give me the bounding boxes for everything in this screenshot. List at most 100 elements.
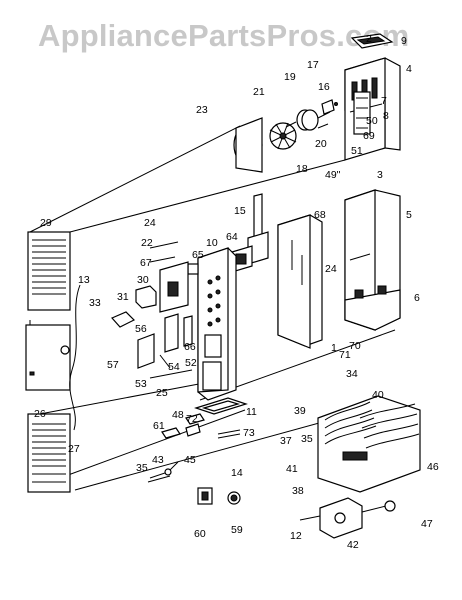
bottom-grille-panel <box>27 413 71 493</box>
callout-label: 67 <box>140 257 152 269</box>
knob-59-part <box>227 491 241 505</box>
callout-label: 25 <box>156 387 168 399</box>
bracket-48-part <box>185 413 205 425</box>
callout-label: 12 <box>290 530 302 542</box>
top-grille-panel <box>27 231 71 311</box>
part-61 <box>161 427 181 439</box>
rod-25-part <box>149 369 193 379</box>
callout-label: 56 <box>135 323 147 335</box>
callout-label: 18 <box>296 163 308 175</box>
callout-label: 13 <box>78 274 90 286</box>
callout-label: 9 <box>401 35 407 47</box>
callout-label: 39 <box>294 405 306 417</box>
callout-label: 47 <box>421 518 433 530</box>
callout-label: 10 <box>206 237 218 249</box>
motor-bracket-parts <box>317 99 338 129</box>
rod-73-part <box>217 429 241 439</box>
callout-label: 27 <box>68 443 80 455</box>
plate-57-part <box>137 333 155 369</box>
bracket-15-part <box>247 193 269 265</box>
callout-label: 29 <box>40 217 52 229</box>
callout-label: 24 <box>144 217 156 229</box>
burner-assembly-part <box>317 395 421 493</box>
callout-label: 35 <box>301 433 313 445</box>
blower-housing-part <box>233 117 263 173</box>
callout-label: 70 <box>349 340 361 352</box>
callout-label: 4 <box>406 63 412 75</box>
callout-label: 57 <box>107 359 119 371</box>
thermocouple-45-part <box>147 461 179 483</box>
callout-label: 19 <box>284 71 296 83</box>
callout-label: 61 <box>153 420 165 432</box>
callout-label: 5 <box>406 209 412 221</box>
callout-label: 17 <box>307 59 319 71</box>
callout-label: 11 <box>246 406 257 418</box>
callout-label: 2 <box>366 33 372 45</box>
callout-label: 40 <box>372 389 384 401</box>
assembly-guide-lines <box>29 125 396 491</box>
callout-label: 34 <box>346 368 358 380</box>
switch-bracket-parts <box>149 241 199 313</box>
callout-label: 42 <box>347 539 359 551</box>
callout-label: 37 <box>280 435 292 447</box>
callout-label: 21 <box>253 86 265 98</box>
callout-label: 8 <box>383 110 389 122</box>
callout-label: 49" <box>325 169 341 181</box>
watermark: AppliancePartsPros.com <box>38 18 410 53</box>
callout-label: 68 <box>314 209 326 221</box>
gas-valve-part <box>299 497 396 539</box>
callout-label: 50 <box>366 115 378 127</box>
callout-label: 71 <box>339 349 351 361</box>
callout-label: 14 <box>231 467 243 479</box>
access-door-panel <box>25 324 71 391</box>
callout-label: 69 <box>363 130 375 142</box>
callout-label: 52 <box>185 357 197 369</box>
switch-31-part <box>135 285 157 309</box>
grille-slots-top <box>32 239 66 295</box>
callout-label: 35 <box>136 462 148 474</box>
callout-label: 43 <box>152 454 164 466</box>
screw-54-part <box>159 354 171 369</box>
callout-label: 7 <box>381 95 387 107</box>
callout-label: 54 <box>168 361 180 373</box>
callout-label: 30 <box>137 274 149 286</box>
callout-label: 41 <box>286 463 298 475</box>
control-board-part <box>197 247 237 401</box>
callout-label: 15 <box>234 205 246 217</box>
part-60 <box>197 487 213 505</box>
callout-label: 64 <box>226 231 238 243</box>
control-block-part <box>353 91 371 135</box>
callout-label: 20 <box>315 138 327 150</box>
callout-label: 31 <box>117 291 129 303</box>
callout-label: 24 <box>325 263 337 275</box>
callout-label: 48 <box>172 409 184 421</box>
side-panel-part <box>344 189 401 331</box>
callout-label: 46 <box>427 461 439 473</box>
callout-label: 16 <box>318 81 330 93</box>
part-72 <box>185 423 201 437</box>
top-bracket-part <box>350 33 394 49</box>
callout-label: 66 <box>184 341 196 353</box>
wire-harness-part <box>60 284 81 431</box>
block-33-part <box>110 311 136 328</box>
callout-label: 38 <box>292 485 304 497</box>
callout-label: 1 <box>331 342 337 354</box>
callout-label: 33 <box>89 297 101 309</box>
inner-panel-part <box>277 214 323 349</box>
callout-label: 6 <box>414 292 420 304</box>
frame-11-part <box>194 397 248 415</box>
bracket-66-part <box>164 313 193 353</box>
callout-label: 23 <box>196 104 208 116</box>
callout-label: 22 <box>141 237 153 249</box>
callout-label: 60 <box>194 528 206 540</box>
burner-tubes <box>324 401 420 449</box>
callout-label: 26 <box>34 408 46 420</box>
callout-label: 72 <box>186 413 198 425</box>
callout-label: 59 <box>231 524 243 536</box>
callout-label: 65 <box>192 249 204 261</box>
callout-label: 51 <box>351 145 363 157</box>
callout-label: 53 <box>135 378 147 390</box>
